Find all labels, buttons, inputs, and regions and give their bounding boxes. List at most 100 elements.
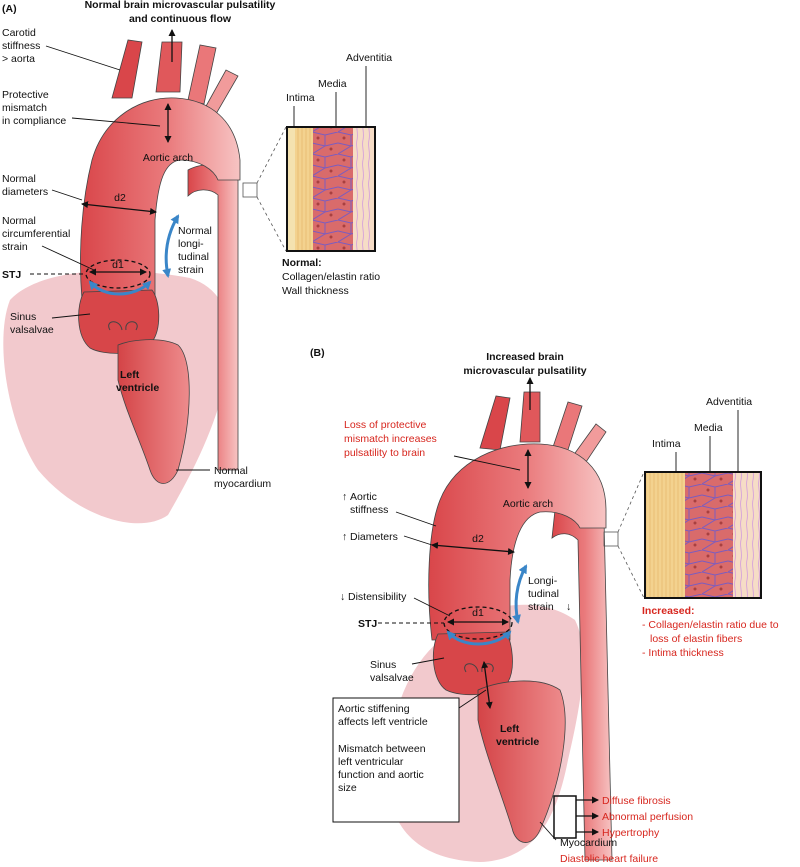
sinus-b-2: valsalvae (370, 672, 414, 684)
carotid-leader-a (45, 45, 121, 71)
diastolic-heart-failure: Diastolic heart failure (560, 853, 658, 865)
d2-a: d2 (114, 192, 126, 204)
panel-a-label: (A) (2, 3, 17, 15)
caption-b-2: loss of elastin fibers (650, 633, 742, 645)
circ-leader-a (41, 245, 95, 271)
mismatch-leader-a (71, 117, 161, 127)
branch-mid-b (519, 391, 541, 443)
valve-a (108, 321, 138, 331)
sinus-leader-b (411, 657, 445, 665)
intima-b: Intima (652, 438, 681, 450)
long-strain-a-3: tudinal (178, 251, 209, 263)
long-strain-a-4: strain (178, 264, 204, 276)
d2-arrow-b (431, 542, 515, 555)
lv-a-1: Left (120, 369, 140, 381)
diameters-a-1: Normal (2, 173, 36, 185)
myocardium-leader-b (539, 821, 557, 841)
long-strain-a-2: longi- (178, 238, 204, 250)
box2-line2: left ventricular (338, 756, 404, 768)
diameters-b: Diameters (350, 531, 398, 543)
lv-arrow-b (481, 661, 493, 709)
mismatch-a-1: Protective (2, 89, 49, 101)
caption-heading-b: Increased: (642, 605, 695, 617)
d1-a: d1 (112, 259, 124, 271)
aortic-arch-label-b: Aortic arch (503, 498, 553, 510)
panel-b: (B) Increased brain microvascular pulsat… (310, 347, 779, 865)
media-b: Media (694, 422, 723, 434)
panel-b-label: (B) (310, 347, 325, 359)
circ-strain-arrow-a (88, 280, 152, 296)
long-strain-b-2: tudinal (528, 588, 559, 600)
lv-a-2: ventricle (116, 382, 159, 394)
circ-a-2: circumferential (2, 228, 70, 240)
aortic-stiffness-b-2: stiffness (350, 504, 388, 516)
up-icon-diameters: ↑ (342, 531, 347, 543)
long-strain-down-icon: ↓ (566, 601, 571, 613)
left-ventricle-b (477, 680, 566, 843)
diameters-leader-a (51, 189, 83, 201)
carotid-a-1: Carotid (2, 27, 36, 39)
d2-arrow-a (81, 201, 157, 215)
panel-a: (A) Normal brain microvascular pulsatili… (2, 0, 392, 524)
lv-b-2: ventricle (496, 736, 539, 748)
effect-hypertrophy: Hypertrophy (602, 827, 660, 839)
long-strain-b-1: Longi- (528, 575, 558, 587)
myocardium-a-1: Normal (214, 465, 248, 477)
panel-a-title-line2: and continuous flow (129, 13, 232, 25)
caption-a-1: Collagen/elastin ratio (282, 271, 380, 283)
branch-mid-a (155, 41, 183, 93)
myocardium-a-2: myocardium (214, 478, 271, 490)
wall-inset-a (286, 126, 376, 252)
carotid-a-2: stiffness (2, 40, 40, 52)
effect-diffuse-fibrosis: Diffuse fibrosis (602, 795, 671, 807)
loss-mismatch-leader-b (453, 455, 521, 471)
stj-b: STJ (358, 618, 377, 630)
panel-b-title-line1: Increased brain (486, 351, 564, 363)
inset-zoom-a-2 (256, 196, 287, 252)
effects-bracket (553, 795, 577, 839)
long-strain-b-3: strain (528, 601, 554, 613)
sinus-b-1: Sinus (370, 659, 396, 671)
adventitia-a: Adventitia (346, 52, 392, 64)
caption-a-2: Wall thickness (282, 285, 349, 297)
branch-left-b (479, 395, 511, 451)
long-strain-arrow-a (162, 214, 180, 278)
inset-marker-a (242, 182, 258, 198)
distensibility-b: Distensibility (348, 591, 407, 603)
myocardium-b-label: Myocardium (560, 837, 617, 849)
aortic-arch-label-a: Aortic arch (143, 152, 193, 164)
aortic-arch-b (428, 443, 607, 641)
circ-strain-arrow-b (446, 630, 512, 646)
branch-left-a (111, 39, 143, 99)
loss-mismatch-b-3: pulsatility to brain (344, 447, 425, 459)
mismatch-a-3: in compliance (2, 115, 66, 127)
distensibility-leader-b (413, 597, 451, 617)
inset-zoom-b-1 (617, 471, 645, 533)
inset-zoom-b-2 (617, 545, 645, 599)
box1-line1: Aortic stiffening (338, 703, 410, 715)
down-icon-distensibility: ↓ (340, 591, 345, 603)
circ-a-1: Normal (2, 215, 36, 227)
caption-b-3: - Intima thickness (642, 647, 724, 659)
loss-mismatch-b-1: Loss of protective (344, 419, 426, 431)
up-icon-stiffness: ↑ (342, 491, 347, 503)
box1-line2: affects left ventricle (338, 716, 428, 728)
caption-heading-a: Normal: (282, 257, 322, 269)
sinus-a-1: Sinus (10, 311, 36, 323)
box2-line3: function and aortic (338, 769, 424, 781)
intima-a: Intima (286, 92, 315, 104)
aortic-arch-a (80, 97, 241, 301)
long-strain-arrow-b (512, 564, 528, 624)
mismatch-a-2: mismatch (2, 102, 47, 114)
inset-zoom-a-1 (256, 126, 287, 184)
diameters-a-2: diameters (2, 186, 48, 198)
aortic-stiffness-b-1: Aortic (350, 491, 377, 503)
lv-b-1: Left (500, 723, 520, 735)
wall-inset-b (644, 471, 762, 599)
panel-a-title-line1: Normal brain microvascular pulsatility (85, 0, 276, 11)
effect-abnormal-perfusion: Abnormal perfusion (602, 811, 693, 823)
d1-b: d1 (472, 607, 484, 619)
long-strain-a-1: Normal (178, 225, 212, 237)
lv-info-leader (458, 689, 487, 709)
